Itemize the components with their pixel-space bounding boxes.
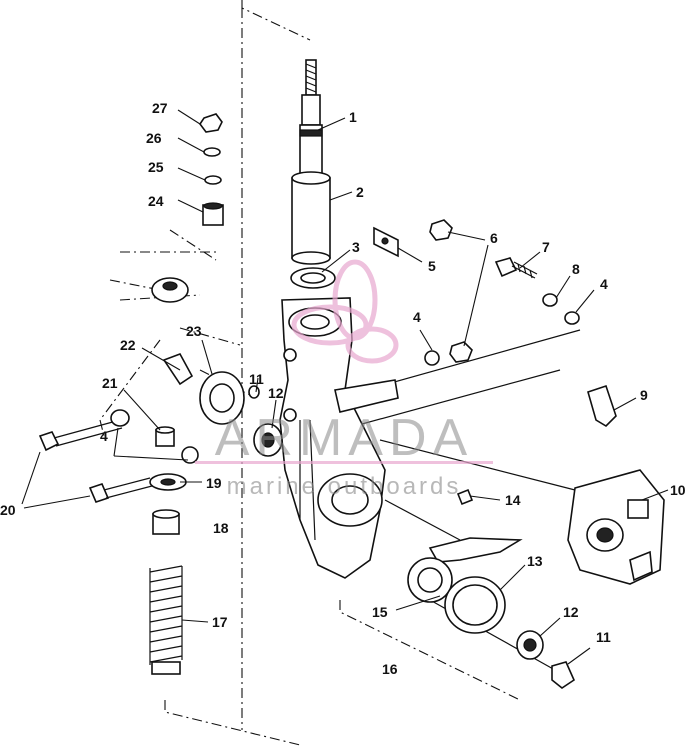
callout-7: 7 bbox=[542, 239, 550, 255]
callout-12a: 12 bbox=[268, 385, 284, 401]
callout-11b: 11 bbox=[596, 629, 611, 645]
plate bbox=[373, 226, 399, 258]
callout-2: 2 bbox=[356, 184, 364, 200]
watermark-logo bbox=[291, 259, 399, 364]
nut-stack bbox=[199, 113, 224, 226]
fittings bbox=[155, 353, 194, 447]
callout-16: 16 bbox=[382, 661, 398, 677]
callout-21: 21 bbox=[102, 375, 118, 391]
bolt bbox=[424, 257, 580, 366]
callout-1: 1 bbox=[349, 109, 357, 125]
bolts-20 bbox=[38, 419, 153, 503]
washer bbox=[290, 267, 336, 289]
callout-17: 17 bbox=[212, 614, 228, 630]
callout-15: 15 bbox=[372, 604, 388, 620]
bracket bbox=[567, 469, 665, 585]
watermark: ARMADA marine outboards bbox=[195, 259, 493, 500]
spring-cup bbox=[151, 277, 189, 303]
callout-22: 22 bbox=[120, 337, 136, 353]
callout-26: 26 bbox=[146, 130, 162, 146]
nut bbox=[429, 219, 473, 363]
callout-23: 23 bbox=[186, 323, 202, 339]
callout-4c: 4 bbox=[100, 428, 108, 444]
callout-4a: 4 bbox=[413, 309, 421, 325]
callout-3: 3 bbox=[352, 239, 360, 255]
callout-14: 14 bbox=[505, 492, 521, 508]
lever bbox=[587, 384, 617, 428]
spring-assembly bbox=[149, 509, 183, 675]
callout-6: 6 bbox=[490, 230, 498, 246]
callout-11a: 11 bbox=[249, 371, 264, 387]
watermark-tagline: marine outboards bbox=[227, 473, 462, 500]
callout-18: 18 bbox=[213, 520, 229, 536]
callout-4b: 4 bbox=[600, 276, 608, 292]
callout-8: 8 bbox=[572, 261, 580, 277]
callout-19: 19 bbox=[206, 475, 222, 491]
callout-25: 25 bbox=[148, 159, 164, 175]
washers-left bbox=[110, 409, 199, 491]
leader-lines bbox=[21, 109, 669, 665]
callout-12b: 12 bbox=[563, 604, 579, 620]
clip bbox=[456, 488, 474, 506]
steering-shaft bbox=[299, 59, 323, 181]
callout-9: 9 bbox=[640, 387, 648, 403]
bushings bbox=[199, 371, 283, 457]
callout-10: 10 bbox=[670, 482, 686, 498]
bearing-group bbox=[407, 557, 576, 689]
callout-27: 27 bbox=[152, 100, 168, 116]
watermark-brand: ARMADA bbox=[215, 409, 473, 467]
callout-24: 24 bbox=[148, 193, 164, 209]
callout-5: 5 bbox=[428, 258, 436, 274]
callout-labels: 1 2 3 4 4 4 5 6 7 8 9 10 11 11 12 12 13 … bbox=[0, 100, 686, 677]
callout-13: 13 bbox=[527, 553, 543, 569]
sleeve bbox=[291, 171, 331, 265]
band bbox=[428, 537, 523, 563]
callout-20: 20 bbox=[0, 502, 16, 518]
